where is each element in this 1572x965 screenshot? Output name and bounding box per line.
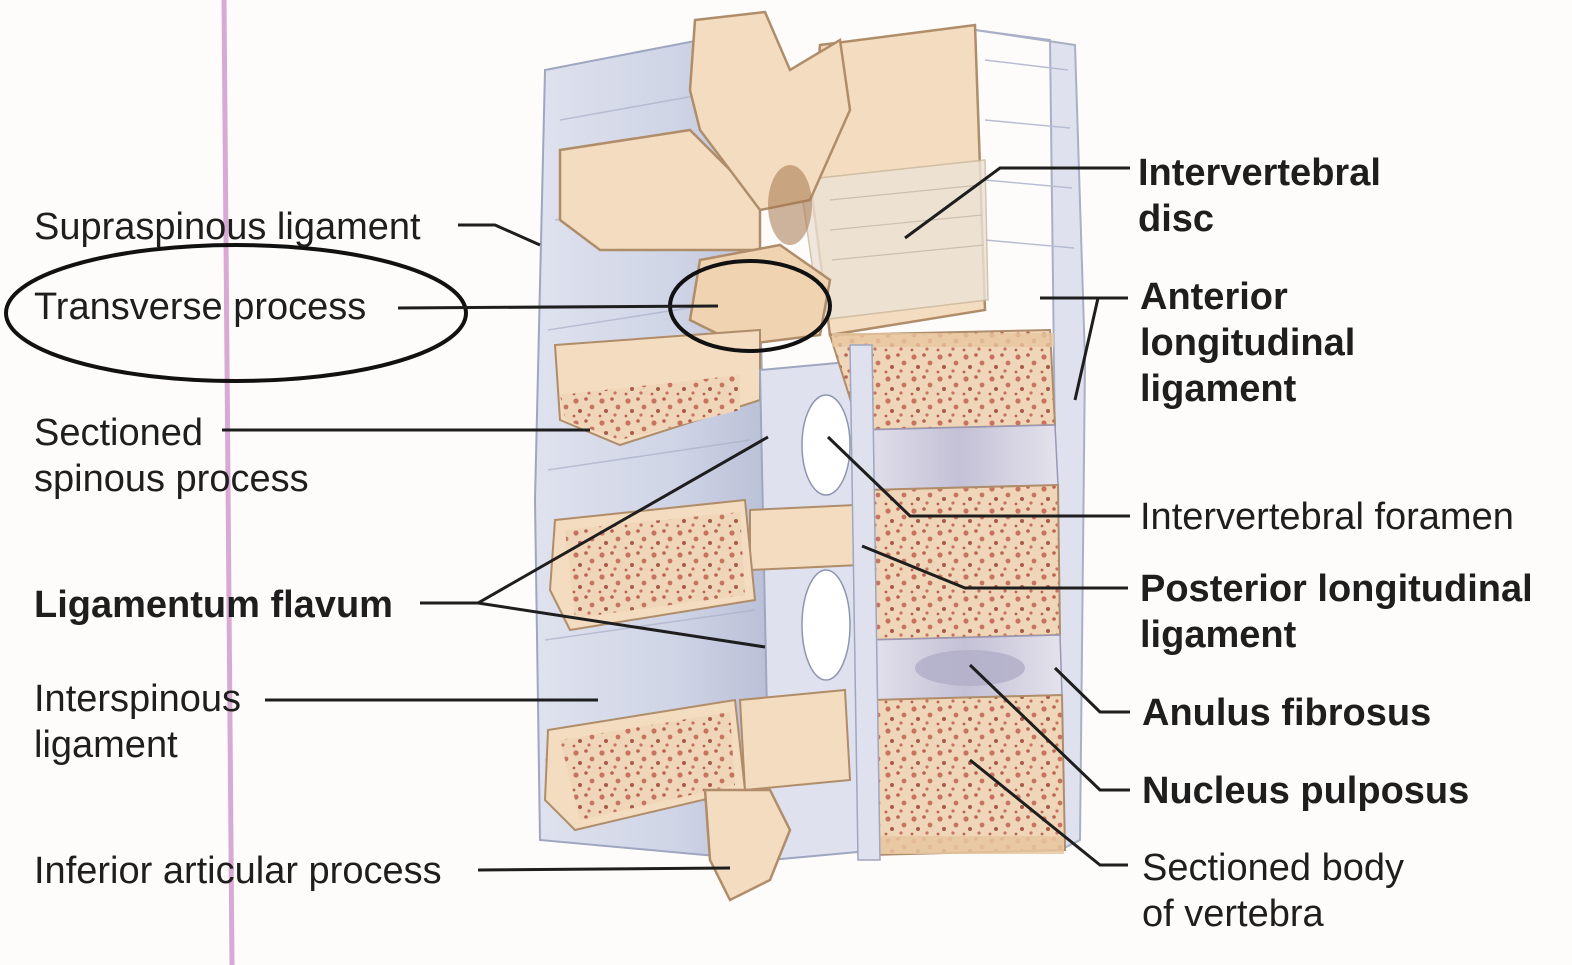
- transverse-process-hole: [768, 165, 812, 245]
- leader-anulus: [1053, 666, 1130, 714]
- label-intervertebral-disc: Intervertebral disc: [1138, 152, 1381, 240]
- label-anterior-longitudinal-ligament: Anterior longitudinal ligament: [1140, 276, 1356, 410]
- label-interspinous-ligament: Interspinous ligament: [34, 678, 242, 766]
- leader-inferior-articular: [477, 866, 731, 872]
- sectioned-body-3-shape: [868, 693, 1067, 857]
- leader-intervertebral-disc: [904, 166, 1130, 240]
- label-supraspinous-ligament: Supraspinous ligament: [34, 206, 421, 248]
- label-intervertebral-foramen: Intervertebral foramen: [1140, 496, 1514, 538]
- superior-articular-process-shape: [688, 10, 852, 212]
- label-ligamentum-flavum: Ligamentum flavum: [34, 584, 393, 626]
- leader-anterior-longitudinal-2: [1073, 297, 1100, 401]
- leader-transverse: [397, 304, 719, 310]
- label-sectioned-spinous-process: Sectioned spinous process: [34, 412, 309, 500]
- inferior-articular-process-shape: [703, 788, 792, 902]
- leader-posterior-longitudinal: [861, 544, 1128, 590]
- page-margin-line: [221, 0, 235, 965]
- leader-flavum-lower: [477, 601, 766, 649]
- label-nucleus-pulposus: Nucleus pulposus: [1142, 770, 1470, 812]
- articular-bar-shape: [749, 503, 862, 572]
- label-anulus-fibrosus: Anulus fibrosus: [1142, 692, 1432, 734]
- leader-lines: [222, 166, 1130, 872]
- label-sectioned-body-of-vertebra: Sectioned body of vertebra: [1142, 847, 1404, 935]
- disc-1-shape: [859, 424, 1059, 491]
- upper-foramen-shape: [801, 394, 851, 496]
- posterior-longitudinal-ligament-shape: [849, 344, 881, 861]
- leader-sectioned-body: [969, 758, 1128, 867]
- lower-foramen-shape: [801, 569, 851, 681]
- label-transverse-process: Transverse process: [34, 286, 367, 328]
- articular-bar-lower-shape: [738, 688, 852, 792]
- transverse-process-label-highlight: [4, 243, 468, 383]
- endplate-1: [832, 333, 1054, 347]
- sectioned-body-2-shape: [863, 483, 1062, 642]
- leader-nucleus: [968, 663, 1130, 792]
- endplate-3: [872, 836, 1064, 854]
- label-posterior-longitudinal-ligament: Posterior longitudinal ligament: [1140, 568, 1533, 656]
- leader-supraspinous: [458, 223, 541, 247]
- nucleus-pulposus-shape: [915, 650, 1025, 686]
- leader-intervertebral-foramen: [826, 435, 1130, 518]
- label-inferior-articular-process: Inferior articular process: [34, 850, 442, 892]
